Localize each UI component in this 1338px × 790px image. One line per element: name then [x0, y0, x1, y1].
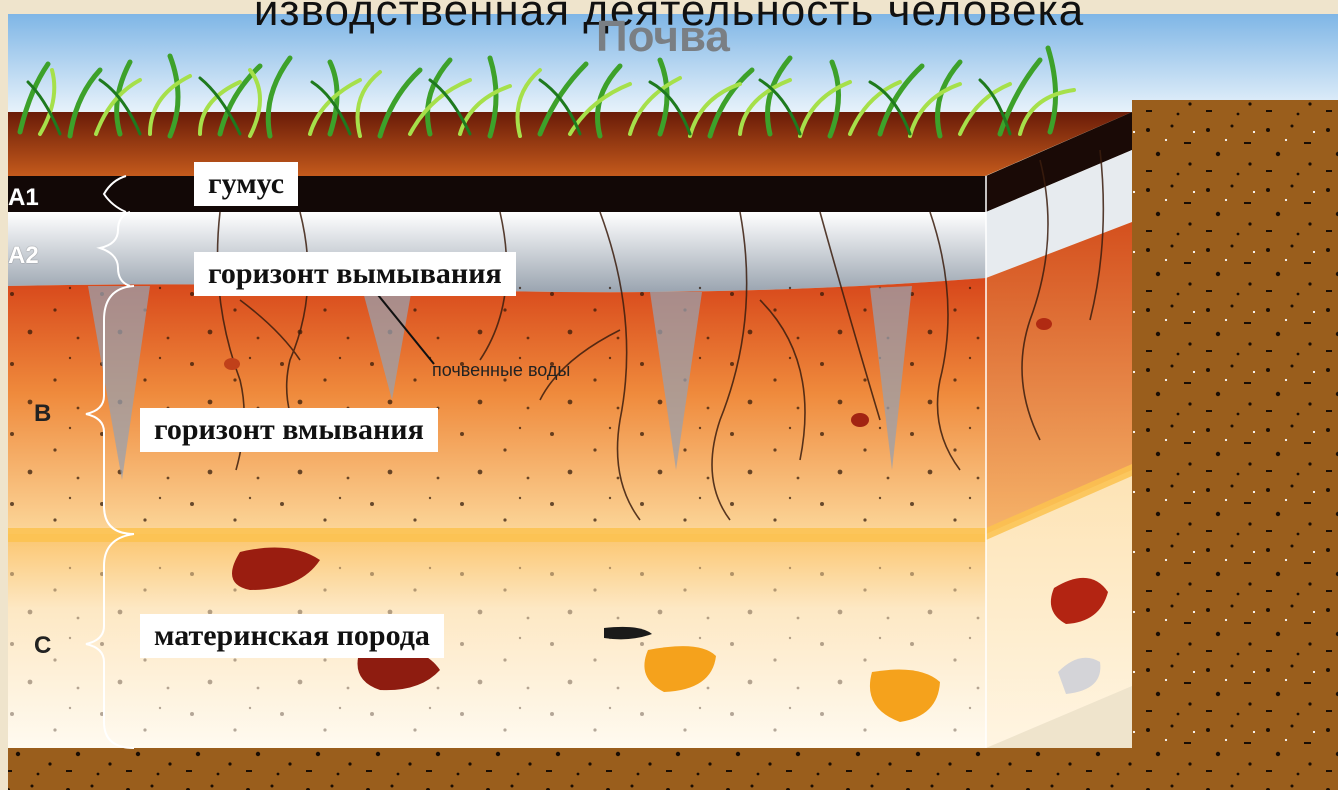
horizon-a1-band — [8, 176, 986, 212]
horizon-code-a1: A1 — [8, 184, 39, 212]
bottom-earth — [8, 748, 1338, 790]
label-illuvial-horizon: горизонт вмывания — [140, 408, 438, 452]
soil-water-label: почвенные воды — [432, 360, 570, 381]
diagram-title: Почва — [596, 12, 730, 62]
surrounding-earth — [1132, 100, 1338, 790]
label-humus: гумус — [194, 162, 298, 206]
label-parent-rock: материнская порода — [140, 614, 444, 658]
label-eluvial-horizon: горизонт вымывания — [194, 252, 516, 296]
horizon-code-a2: A2 — [8, 242, 39, 270]
horizon-code-c: C — [34, 632, 51, 660]
horizon-code-b: B — [34, 400, 51, 428]
